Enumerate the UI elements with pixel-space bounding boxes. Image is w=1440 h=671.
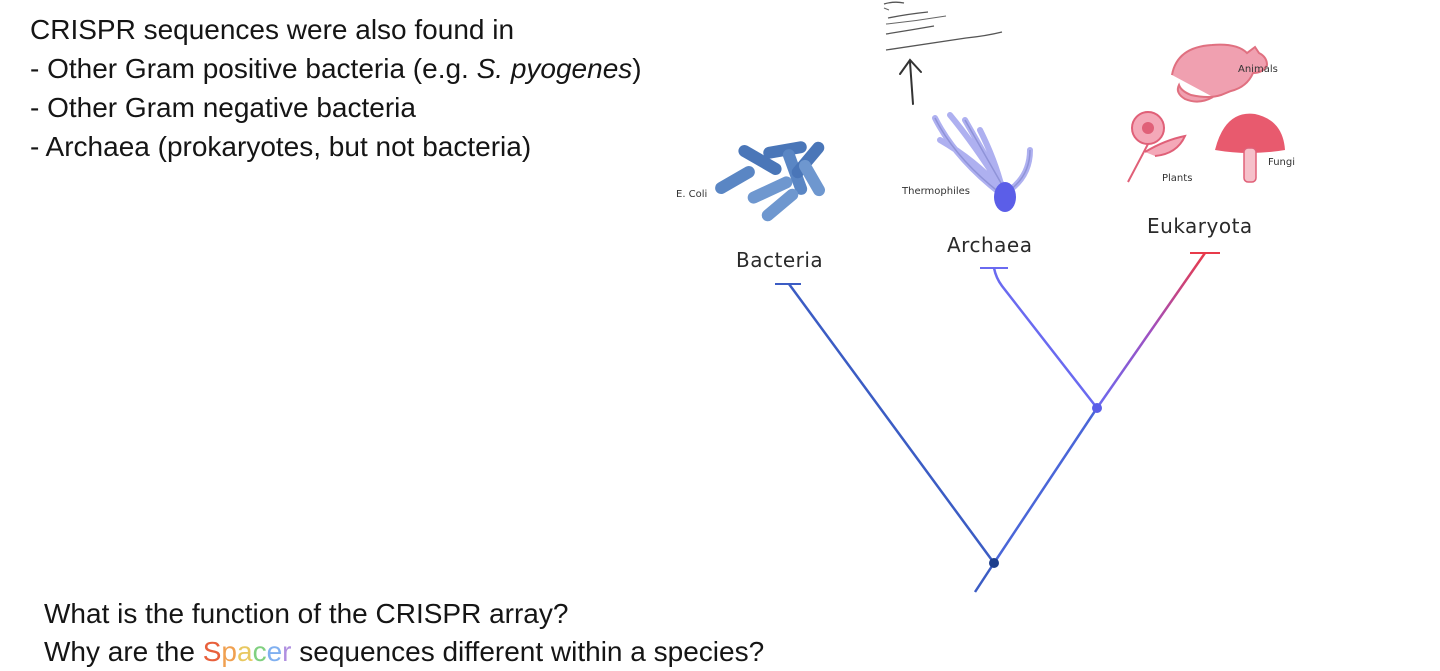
organism-label-plants: Plants — [1162, 173, 1192, 184]
organism-label-fungi: Fungi — [1268, 157, 1295, 168]
organism-label-ecoli: E. Coli — [676, 189, 707, 200]
domain-label-eukaryota: Eukaryota — [1147, 214, 1253, 238]
tree-branches — [775, 252, 1220, 593]
root-branch — [973, 562, 996, 593]
ecoli-illustration: E. Coli — [676, 141, 825, 222]
question-function: What is the function of the CRISPR array… — [44, 598, 569, 629]
intro-item-gram-positive: - Other Gram positive bacteria (e.g. S. … — [30, 53, 642, 84]
mushroom-icon — [1215, 113, 1285, 183]
branch-archaea-eukaryota — [992, 407, 1099, 564]
rat-icon — [1171, 43, 1269, 103]
branch-archaea — [992, 267, 1098, 409]
intro-item-gram-negative: - Other Gram negative bacteria — [30, 92, 416, 123]
branch-eukaryota — [1095, 252, 1207, 409]
intro-text-block: CRISPR sequences were also found in - Ot… — [30, 10, 642, 166]
branch-bacteria — [787, 283, 996, 564]
node-root — [989, 558, 999, 568]
organism-label-thermophiles: Thermophiles — [901, 186, 970, 197]
thermophile-illustration: Thermophiles — [901, 112, 1033, 212]
eukaryota-illustrations: Animals Plants Fungi — [1127, 43, 1295, 184]
intro-item-archaea: - Archaea (prokaryotes, but not bacteria… — [30, 131, 532, 162]
handwritten-annotation — [883, 1, 1003, 105]
domain-label-bacteria: Bacteria — [736, 248, 823, 272]
intro-heading: CRISPR sequences were also found in — [30, 14, 515, 45]
organism-label-animals: Animals — [1238, 64, 1278, 75]
species-name: S. pyogenes — [476, 53, 633, 84]
domain-label-archaea: Archaea — [947, 233, 1032, 257]
flower-icon — [1127, 111, 1187, 183]
node-archaea-eukaryota — [1092, 403, 1102, 413]
phylogenetic-tree: E. Coli Thermophiles Animals Plants Fung… — [676, 1, 1295, 593]
arrow-up-icon — [899, 58, 922, 105]
